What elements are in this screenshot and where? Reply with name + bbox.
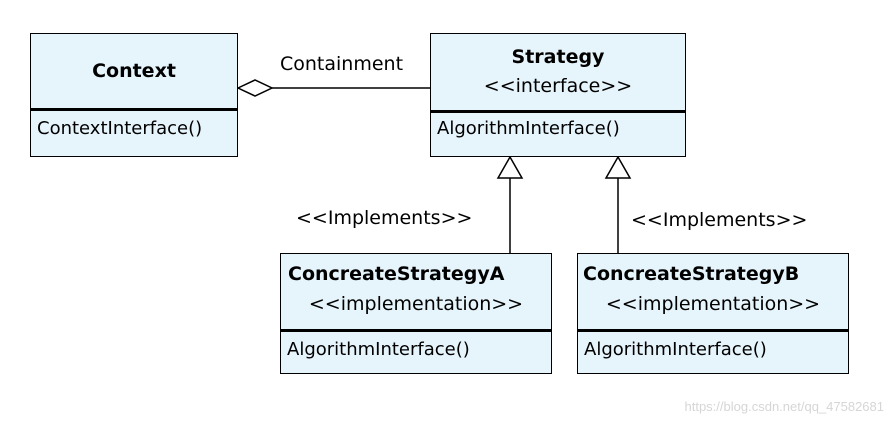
- concrete-strategy-b-name: ConcreateStrategyB: [583, 263, 800, 285]
- concrete-strategy-b-operation: AlgorithmInterface(): [584, 339, 767, 360]
- concrete-strategy-a-operation: AlgorithmInterface(): [287, 339, 470, 360]
- concrete-strategy-a-box: ConcreateStrategyA <<implementation>> Al…: [280, 253, 552, 374]
- strategy-operation: AlgorithmInterface(): [437, 118, 620, 139]
- implements-b-label: <<Implements>>: [631, 209, 808, 231]
- realization-triangle-a-icon: [496, 155, 524, 179]
- implements-a-label: <<Implements>>: [296, 207, 473, 229]
- concrete-strategy-b-header: ConcreateStrategyB <<implementation>>: [578, 254, 848, 332]
- concrete-strategy-a-stereotype: <<implementation>>: [308, 293, 524, 315]
- strategy-interface-header: Strategy <<interface>>: [431, 34, 685, 113]
- concrete-strategy-b-box: ConcreateStrategyB <<implementation>> Al…: [577, 253, 849, 374]
- context-operation: ContextInterface(): [37, 118, 203, 139]
- strategy-interface-box: Strategy <<interface>> AlgorithmInterfac…: [430, 33, 686, 157]
- strategy-interface-name: Strategy: [511, 46, 605, 68]
- concrete-strategy-a-header: ConcreateStrategyA <<implementation>>: [281, 254, 551, 332]
- realization-triangle-b-icon: [604, 155, 632, 179]
- containment-label: Containment: [280, 53, 404, 75]
- aggregation-diamond-icon: [236, 79, 274, 97]
- context-class-name: Context: [92, 60, 176, 82]
- context-class-header: Context: [31, 34, 237, 111]
- strategy-stereotype: <<interface>>: [483, 75, 633, 97]
- concrete-strategy-b-stereotype: <<implementation>>: [605, 293, 821, 315]
- context-class-box: Context ContextInterface(): [30, 33, 238, 157]
- concrete-strategy-a-name: ConcreateStrategyA: [288, 263, 505, 285]
- watermark-text: https://blog.csdn.net/qq_47582681: [684, 399, 885, 414]
